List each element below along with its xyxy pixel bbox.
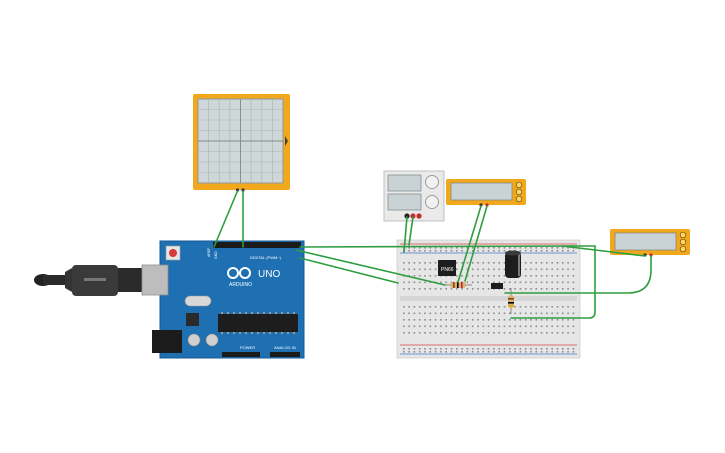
electrolytic-capacitor[interactable]	[505, 250, 521, 279]
arduino-logo-icon	[227, 267, 251, 279]
arduino-uno[interactable]: UNO ARDUINO DIGITAL (PWM~) AREF GND POWE…	[141, 240, 305, 359]
reset-button[interactable]	[169, 249, 177, 257]
wire-meter2-pos[interactable]	[504, 255, 652, 294]
digital-header[interactable]	[213, 242, 301, 248]
analog-label: ANALOG IN	[274, 345, 296, 350]
breadboard[interactable]	[396, 239, 581, 359]
capacitor-2	[205, 333, 219, 347]
oscilloscope-side-arrow-icon	[285, 136, 288, 146]
multimeter-1-probe-neg[interactable]	[479, 203, 483, 207]
gnd-label: GND	[214, 251, 218, 259]
wire-psu-pos[interactable]	[408, 216, 414, 246]
wire-meter2-neg[interactable]	[561, 245, 646, 257]
multimeter-1[interactable]	[446, 179, 526, 207]
multimeter-1-port-v[interactable]	[515, 188, 523, 196]
usb-symbol-icon	[84, 278, 106, 281]
multimeter-2-display	[614, 232, 677, 251]
voltage-knob[interactable]	[425, 175, 439, 189]
power-supply[interactable]	[383, 170, 445, 222]
wires[interactable]	[213, 190, 652, 319]
wire-meter1-neg[interactable]	[457, 205, 482, 283]
current-knob[interactable]	[425, 195, 439, 209]
power-supply-terminal-aux[interactable]	[416, 213, 422, 219]
resistor-2[interactable]	[508, 288, 514, 314]
multimeter-2-probe-pos[interactable]	[649, 253, 653, 257]
oscilloscope-terminal-pos[interactable]	[241, 188, 245, 192]
multimeter-2-port-a[interactable]	[679, 231, 687, 239]
oscilloscope-terminal-neg[interactable]	[235, 188, 240, 192]
power-supply-voltage-display	[387, 174, 422, 192]
multimeter-1-display	[450, 182, 513, 201]
capacitor-1	[187, 333, 201, 347]
center-channel	[400, 296, 577, 301]
atmega-pins	[221, 312, 295, 334]
power-header[interactable]	[222, 352, 260, 357]
power-supply-terminal-neg[interactable]	[404, 213, 410, 219]
digital-label: DIGITAL (PWM~)	[250, 255, 282, 260]
board-model-label: UNO	[258, 269, 280, 280]
wire-pin-resistor[interactable]	[295, 249, 446, 286]
aref-label: AREF	[207, 248, 211, 257]
multimeter-1-port-a[interactable]	[515, 181, 523, 189]
ic-chip[interactable]: PN66	[438, 260, 456, 276]
power-supply-current-display	[387, 193, 422, 211]
power-supply-terminal-pos[interactable]	[410, 213, 416, 219]
wire-pin-breadboard[interactable]	[299, 257, 399, 284]
multimeter-1-probe-pos[interactable]	[485, 203, 489, 207]
board-brand-label: ARDUINO	[229, 282, 252, 288]
wire-psu-neg[interactable]	[403, 216, 408, 253]
multimeter-2-port-v[interactable]	[679, 238, 687, 246]
power-label: POWER	[240, 345, 255, 350]
usb-port[interactable]	[141, 264, 169, 296]
usb-cable[interactable]	[34, 265, 144, 296]
power-jack[interactable]	[152, 330, 182, 353]
analog-header[interactable]	[270, 352, 300, 357]
transistor[interactable]	[491, 283, 503, 289]
capacitor-stripe	[518, 254, 520, 276]
wire-5v-rail[interactable]	[299, 245, 576, 248]
crystal	[184, 295, 212, 307]
wire-rail-resistor[interactable]	[510, 245, 596, 319]
breadboard-holes[interactable]	[403, 247, 575, 353]
resistor-1[interactable]	[444, 282, 472, 288]
voltage-regulator	[186, 313, 199, 326]
multimeter-2-port-com[interactable]	[679, 245, 687, 253]
chip-label: PN66	[441, 267, 454, 273]
atmega-chip	[218, 314, 298, 332]
multimeter-1-port-com[interactable]	[515, 195, 523, 203]
wire-scope-gnd[interactable]	[213, 190, 239, 248]
oscilloscope[interactable]	[193, 94, 290, 192]
multimeter-2[interactable]	[610, 229, 690, 257]
wire-meter1-pos[interactable]	[464, 205, 488, 282]
